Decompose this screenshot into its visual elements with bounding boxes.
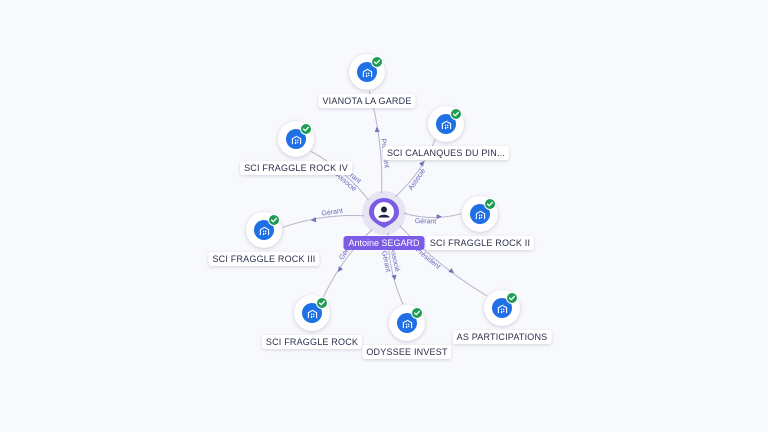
relation-arrow-icon <box>310 217 317 223</box>
verified-check-icon <box>268 214 280 226</box>
relation-edge <box>322 228 373 298</box>
building-icon <box>397 313 417 333</box>
company-name-label: SCI FRAGGLE ROCK <box>261 335 363 349</box>
relation-edge <box>403 212 462 219</box>
relation-role-label: Gérant <box>321 208 343 218</box>
building-icon <box>436 114 456 134</box>
verified-check-icon <box>506 292 518 304</box>
building-icon <box>286 129 306 149</box>
person-icon <box>369 198 399 228</box>
building-icon <box>470 204 490 224</box>
company-name-label: VIANOTA LA GARDE <box>318 94 416 108</box>
building-icon <box>492 298 512 318</box>
verified-check-icon <box>411 307 423 319</box>
verified-check-icon <box>300 123 312 135</box>
relation-role-label: Gérant <box>415 218 437 225</box>
company-name-label: SCI CALANQUES DU PIN... <box>382 146 510 160</box>
building-icon <box>357 62 377 82</box>
relation-role-label: Président <box>414 247 441 271</box>
verified-check-icon <box>484 198 496 210</box>
relation-edge <box>282 215 365 228</box>
relation-arrow-icon <box>448 267 455 274</box>
verified-check-icon <box>371 56 383 68</box>
building-icon <box>254 220 274 240</box>
relation-arrow-icon <box>391 274 397 281</box>
company-name-label: SCI FRAGGLE ROCK III <box>208 252 320 266</box>
relation-arrow-icon <box>337 266 343 272</box>
building-icon <box>302 303 322 323</box>
company-name-label: SCI FRAGGLE ROCK IV <box>240 161 352 175</box>
relation-arrow-icon <box>374 126 380 133</box>
company-name-label: SCI FRAGGLE ROCK II <box>425 236 535 250</box>
person-name-label: Antoine SEGARD <box>343 236 425 250</box>
verified-check-icon <box>450 108 462 120</box>
company-name-label: AS PARTICIPATIONS <box>452 330 552 344</box>
relation-arrow-icon <box>436 213 442 220</box>
relation-edge <box>399 225 488 297</box>
relation-edge <box>395 139 436 197</box>
company-name-label: ODYSSEE INVEST <box>362 345 452 359</box>
relation-role-label: Gérant <box>380 250 391 272</box>
relation-role-label: Associé <box>389 247 401 273</box>
verified-check-icon <box>316 297 328 309</box>
relation-arrow-icon <box>418 160 424 167</box>
